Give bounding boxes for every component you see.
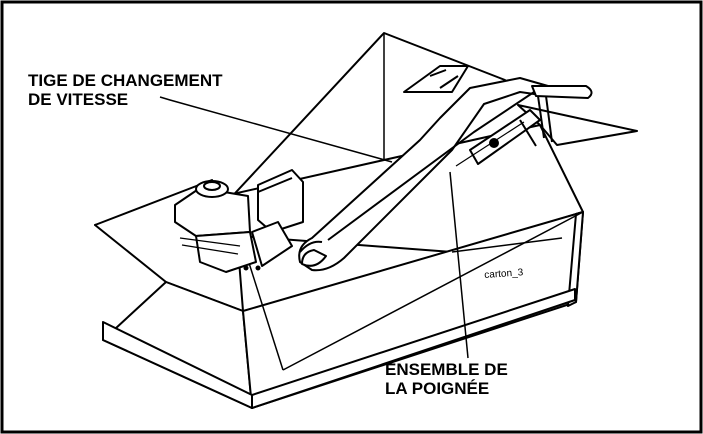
handle-leader	[449, 171, 469, 359]
shift-rod-label-line-1: TIGE DE CHANGEMENT	[28, 71, 223, 90]
carton-base-front	[251, 288, 576, 409]
handle-assembly-label-line-2: LA POIGNÉE	[385, 379, 490, 398]
front-crease-right	[282, 211, 584, 371]
shift-rod-label: TIGE DE CHANGEMENT DE VITESSE	[28, 71, 223, 109]
handle-assembly-label-line-1: ENSEMBLE DE	[385, 360, 508, 379]
engine	[174, 169, 304, 273]
flap-crease	[451, 237, 563, 253]
handle-assembly-label: ENSEMBLE DE LA POIGNÉE	[385, 360, 508, 398]
handle-assembly	[298, 65, 593, 272]
shift-rod-label-line-2: DE VITESSE	[28, 90, 129, 109]
carton-right-edge	[567, 211, 584, 307]
shift-rod-leader	[159, 96, 393, 163]
